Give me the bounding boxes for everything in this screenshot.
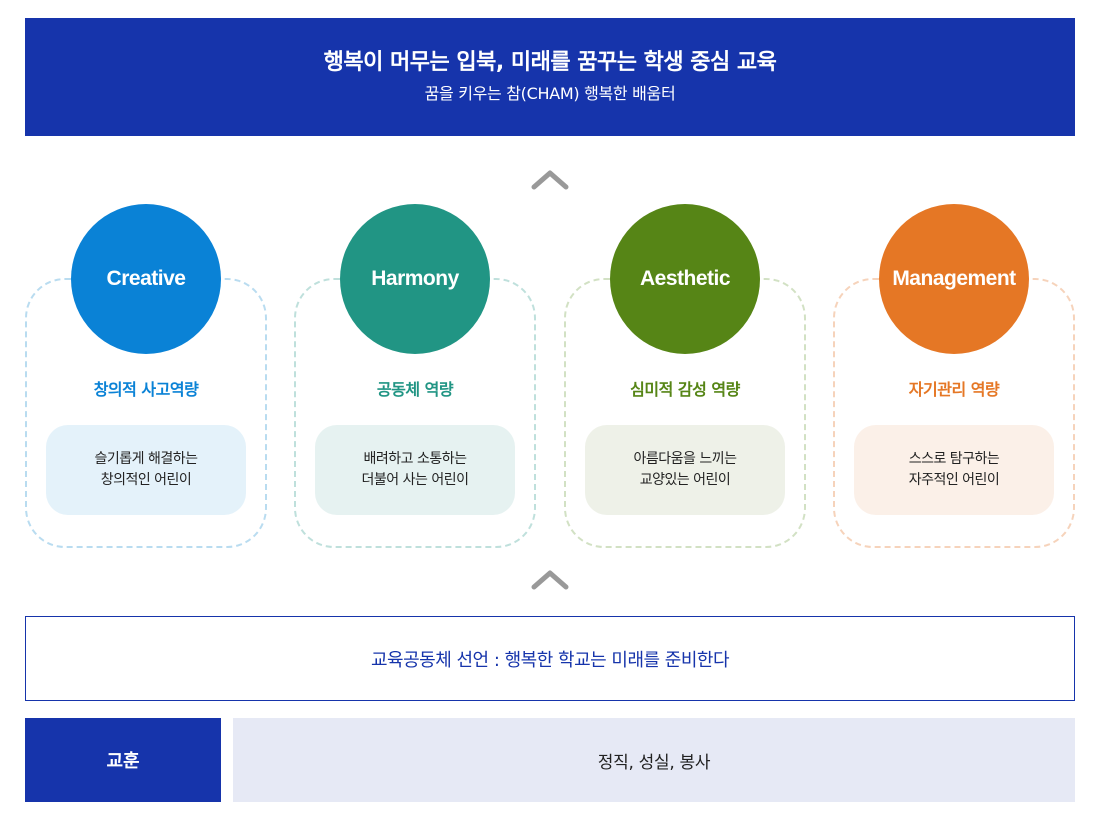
competency-circle-management: Management [879,204,1029,354]
competency-title-aesthetic: 심미적 감성 역량 [630,380,740,399]
competency-desc-aesthetic: 아름다움을 느끼는 교양있는 어린이 [585,425,785,515]
desc-line: 스스로 탐구하는 [908,451,1000,467]
desc-line: 창의적인 어린이 [100,472,192,488]
motto-value-text: 정직, 성실, 봉사 [597,752,711,773]
declaration-text: 교육공동체 선언 : 행복한 학교는 미래를 준비한다 [370,649,730,671]
competency-desc-management: 스스로 탐구하는 자주적인 어린이 [854,425,1054,515]
competency-circle-aesthetic: Aesthetic [610,204,760,354]
desc-line: 아름다움을 느끼는 [633,451,738,467]
vision-title: 행복이 머무는 입북, 미래를 꿈꾸는 학생 중심 교육 [323,50,777,75]
competency-circle-creative: Creative [71,204,221,354]
desc-line: 자주적인 어린이 [908,472,1000,488]
competency-title-harmony: 공동체 역량 [376,380,454,399]
competency-desc-creative: 슬기롭게 해결하는 창의적인 어린이 [46,425,246,515]
competency-title-management: 자기관리 역량 [908,380,1000,399]
desc-line: 슬기롭게 해결하는 [94,451,199,467]
chevron-up-icon [530,168,570,190]
desc-line: 교양있는 어린이 [639,472,731,488]
motto-value: 정직, 성실, 봉사 [233,718,1075,802]
motto-label-text: 교훈 [106,751,140,772]
motto-label: 교훈 [25,718,221,802]
competency-title-creative: 창의적 사고역량 [93,380,199,399]
chevron-up-icon [530,568,570,590]
desc-line: 배려하고 소통하는 [363,451,468,467]
competency-desc-harmony: 배려하고 소통하는 더불어 사는 어린이 [315,425,515,515]
community-declaration: 교육공동체 선언 : 행복한 학교는 미래를 준비한다 [25,616,1075,701]
competency-circle-harmony: Harmony [340,204,490,354]
vision-banner: 행복이 머무는 입북, 미래를 꿈꾸는 학생 중심 교육 꿈을 키우는 참(CH… [25,18,1075,136]
vision-subtitle: 꿈을 키우는 참(CHAM) 행복한 배움터 [424,84,676,103]
desc-line: 더불어 사는 어린이 [361,472,469,488]
